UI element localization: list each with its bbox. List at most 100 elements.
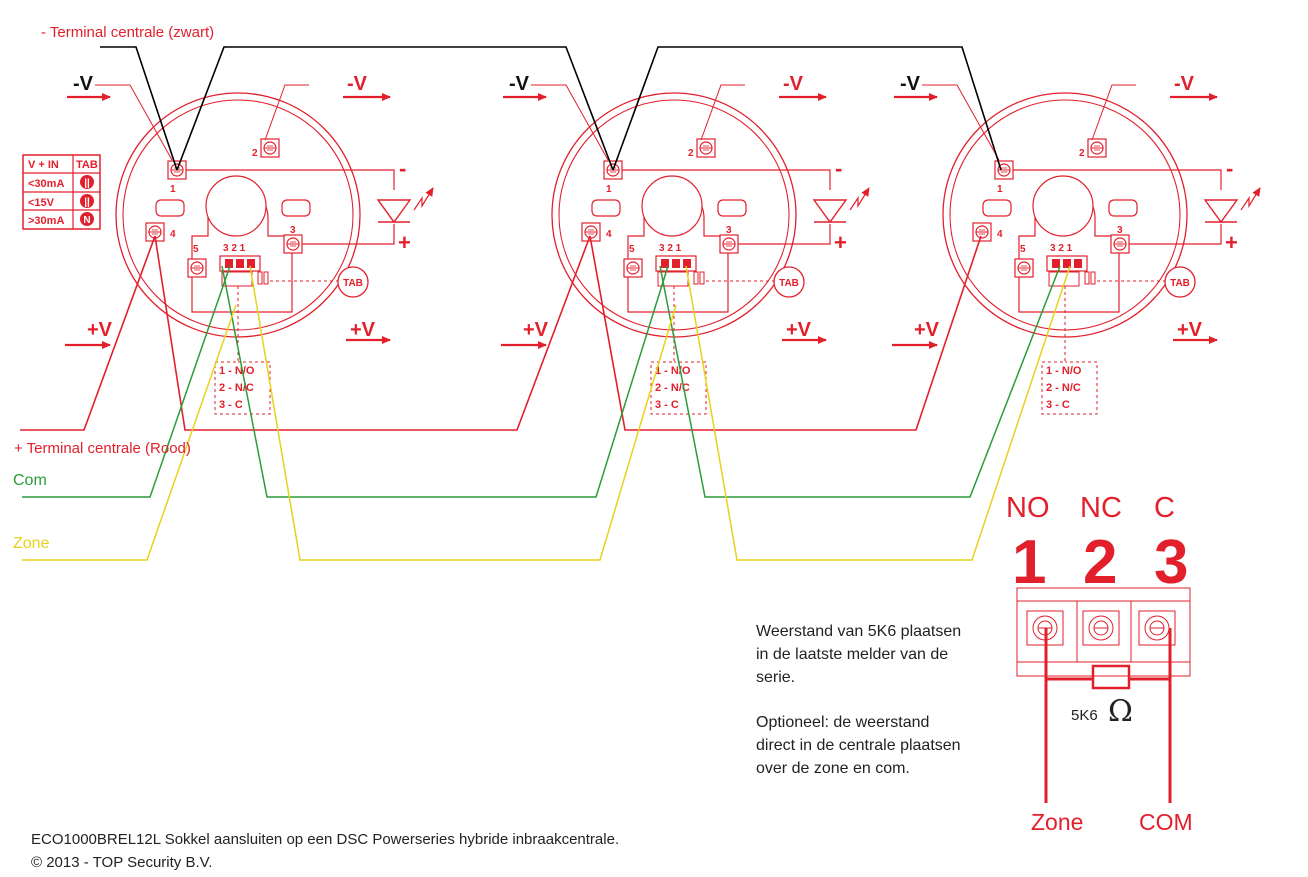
tab-jumper-circle: [337, 266, 369, 298]
tab-symbol-closed: [80, 212, 94, 226]
tab-jumper-label: TAB: [1170, 278, 1190, 289]
relay-pin-numbers: 3 2 1: [223, 243, 246, 254]
tab-table-header-tab: TAB: [76, 159, 98, 171]
relay-number-3: 3: [1154, 528, 1189, 597]
led-light-arrow-icon: [1240, 187, 1261, 211]
plus-v-left-label: +V: [87, 319, 113, 341]
relay-legend-c: 3 - C: [655, 399, 679, 411]
mount-slot-right: [717, 199, 747, 217]
relay-legend-c: 3 - C: [1046, 399, 1070, 411]
terminal-2-label: 2: [1079, 148, 1085, 159]
minus-v-left-label: -V: [900, 73, 921, 95]
led-diode-icon: [376, 199, 412, 224]
terminal-5-screw-icon: [187, 258, 207, 278]
com-label: Com: [13, 472, 47, 489]
svg-text:||: ||: [84, 197, 90, 208]
relay-com-label: COM: [1139, 809, 1193, 835]
terminal-1-label: 1: [606, 184, 612, 195]
led-minus-label: -: [835, 156, 842, 181]
terminal-3-screw-icon: [719, 234, 739, 254]
relay-number-2: 2: [1083, 528, 1118, 597]
led-minus-label: -: [399, 156, 406, 181]
tab-table-row-1: <30mA: [28, 178, 64, 190]
plus-v-right-label: +V: [786, 319, 812, 341]
relay-pin-numbers: 3 2 1: [1050, 243, 1073, 254]
note-resistor-last-detector: Weerstand van 5K6 plaatsen in de laatste…: [756, 623, 962, 686]
terminal-2-label: 2: [252, 148, 258, 159]
relay-legend-nc: 2 - N/C: [655, 382, 690, 394]
tab-table: V + IN TAB <30mA <15V >30mA || || N: [22, 154, 101, 230]
tab-table-row-3: >30mA: [28, 215, 64, 227]
terminal-2-label: 2: [688, 148, 694, 159]
relay-header-no: NO: [1006, 492, 1050, 524]
minus-v-right-label: -V: [783, 73, 804, 95]
led-diode-icon: [1203, 199, 1239, 224]
plus-v-left-label: +V: [523, 319, 549, 341]
center-hole: [1032, 175, 1094, 237]
minus-v-right-label: -V: [1174, 73, 1195, 95]
led-plus-label: +: [398, 230, 411, 255]
led-light-arrow-icon: [413, 187, 434, 211]
relay-legend-no: 1 - N/O: [1046, 365, 1082, 377]
relay-legend-nc: 2 - N/C: [1046, 382, 1081, 394]
terminal-3-screw-icon: [283, 234, 303, 254]
tab-symbol-open-2: [80, 194, 94, 208]
relay-zone-label: Zone: [1031, 809, 1084, 835]
terminal-5-label: 5: [1020, 244, 1026, 255]
ohm-symbol: Ω: [1108, 694, 1133, 729]
mount-slot-left: [591, 199, 621, 217]
tab-symbol-open-1: [80, 175, 94, 189]
terminal-1-label: 1: [170, 184, 176, 195]
relay-legend-c: 3 - C: [219, 399, 243, 411]
terminal-5-screw-icon: [623, 258, 643, 278]
plus-v-right-label: +V: [350, 319, 376, 341]
relay-legend-box: [1041, 286, 1098, 415]
tab-table-header-vin: V + IN: [28, 159, 59, 171]
relay-terminal-block: [1016, 587, 1191, 677]
center-hole: [641, 175, 703, 237]
terminal-2-screw-icon: [1087, 138, 1107, 158]
relay-legend-no: 1 - N/O: [655, 365, 691, 377]
terminal-3-screw-icon: [1110, 234, 1130, 254]
mount-slot-right: [281, 199, 311, 217]
minus-v-left-label: -V: [509, 73, 530, 95]
resistor-value: 5K6: [1071, 707, 1098, 724]
wire-positive-red: [20, 235, 982, 431]
relay-legend-box: [650, 286, 707, 415]
terminal-1-screw-icon: [994, 160, 1014, 180]
terminal-3-label: 3: [1117, 225, 1123, 236]
tab-jumper-label: TAB: [343, 278, 363, 289]
minus-v-left-label: -V: [73, 73, 94, 95]
tab-jumper-circle: [1164, 266, 1196, 298]
mount-slot-left: [982, 199, 1012, 217]
terminal-negative-label: - Terminal centrale (zwart): [41, 24, 215, 41]
led-diode-icon: [812, 199, 848, 224]
mount-slot-left: [155, 199, 185, 217]
terminal-4-label: 4: [997, 229, 1003, 240]
note-resistor-optional: Optioneel: de weerstand direct in de cen…: [756, 714, 961, 777]
led-light-arrow-icon: [849, 187, 870, 211]
plus-v-left-label: +V: [914, 319, 940, 341]
minus-v-right-label: -V: [347, 73, 368, 95]
terminal-4-label: 4: [170, 229, 176, 240]
terminal-3-label: 3: [726, 225, 732, 236]
led-plus-label: +: [834, 230, 847, 255]
svg-text:N: N: [83, 215, 90, 226]
relay-header-c: C: [1154, 492, 1175, 524]
footer-copyright: © 2013 - TOP Security B.V.: [31, 854, 213, 871]
plus-v-right-label: +V: [1177, 319, 1203, 341]
led-minus-label: -: [1226, 156, 1233, 181]
terminal-4-screw-icon: [972, 222, 992, 242]
relay-number-1: 1: [1012, 528, 1047, 597]
tab-jumper-circle: [773, 266, 805, 298]
center-hole: [205, 175, 267, 237]
mount-slot-right: [1108, 199, 1138, 217]
terminal-2-screw-icon: [260, 138, 280, 158]
terminal-3-label: 3: [290, 225, 296, 236]
relay-legend-no: 1 - N/O: [219, 365, 255, 377]
terminal-positive-label: + Terminal centrale (Rood): [14, 440, 191, 457]
